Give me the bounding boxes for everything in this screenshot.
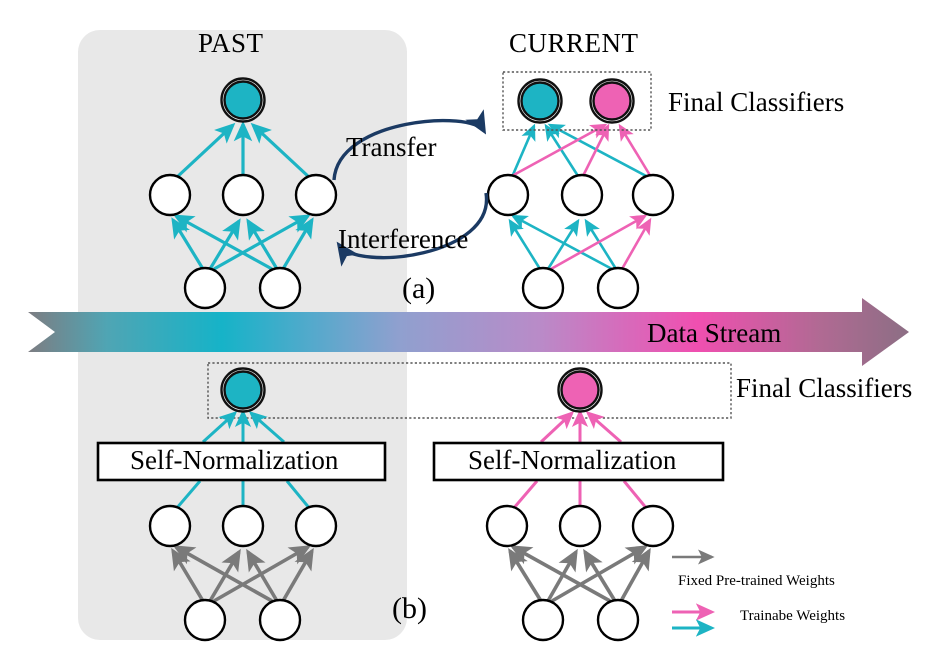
classifier-node-teal-bottom <box>220 367 266 413</box>
legend <box>672 549 715 637</box>
label-interference: Interference <box>338 224 469 254</box>
hidden-node <box>294 173 338 217</box>
input-node <box>258 266 302 310</box>
classifier-node-teal-current <box>517 78 563 124</box>
label-final-classifiers-top: Final Classifiers <box>668 87 845 117</box>
panel-label-b: (b) <box>392 592 427 625</box>
bottom-right-network <box>432 367 725 642</box>
hidden-node <box>560 173 604 217</box>
panel-label-a: (a) <box>402 272 436 305</box>
transfer-arrow <box>332 109 487 181</box>
input-node <box>596 598 640 642</box>
bottom-left-network <box>96 367 387 642</box>
classifier-node-pink-current <box>589 78 635 124</box>
hidden-node <box>148 504 192 548</box>
label-transfer: Transfer <box>346 132 437 162</box>
input-node <box>521 598 565 642</box>
hidden-node <box>221 173 265 217</box>
final-classifiers-box-bottom <box>207 362 732 419</box>
label-self-normalization-right: Self-Normalization <box>468 445 677 475</box>
hidden-node <box>148 173 192 217</box>
hidden-node <box>558 504 602 548</box>
label-current: CURRENT <box>509 28 639 58</box>
input-node <box>258 598 302 642</box>
label-final-classifiers-bottom: Final Classifiers <box>736 373 913 403</box>
input-node <box>183 598 227 642</box>
label-data-stream: Data Stream <box>647 318 782 348</box>
hidden-node <box>631 504 675 548</box>
legend-label-trainable-weights: Trainabe Weights <box>740 608 846 624</box>
label-self-normalization-left: Self-Normalization <box>130 445 339 475</box>
current-network <box>486 71 675 310</box>
final-classifiers-box-top <box>502 71 652 131</box>
interference-arrow <box>336 192 488 267</box>
hidden-node <box>486 173 530 217</box>
data-stream-arrow <box>28 298 909 366</box>
label-past: PAST <box>198 28 264 58</box>
hidden-node <box>631 173 675 217</box>
hidden-node <box>221 504 265 548</box>
hidden-node <box>485 504 529 548</box>
input-node <box>596 266 640 310</box>
classifier-node-teal-past <box>220 77 266 123</box>
input-node <box>521 266 565 310</box>
legend-label-fixed-weights: Fixed Pre-trained Weights <box>678 573 835 589</box>
input-node <box>183 266 227 310</box>
self-normalization-box-right <box>432 441 725 482</box>
past-network <box>148 77 338 310</box>
classifier-node-pink-bottom <box>557 367 603 413</box>
self-normalization-box-left <box>96 441 387 482</box>
hidden-node <box>294 504 338 548</box>
